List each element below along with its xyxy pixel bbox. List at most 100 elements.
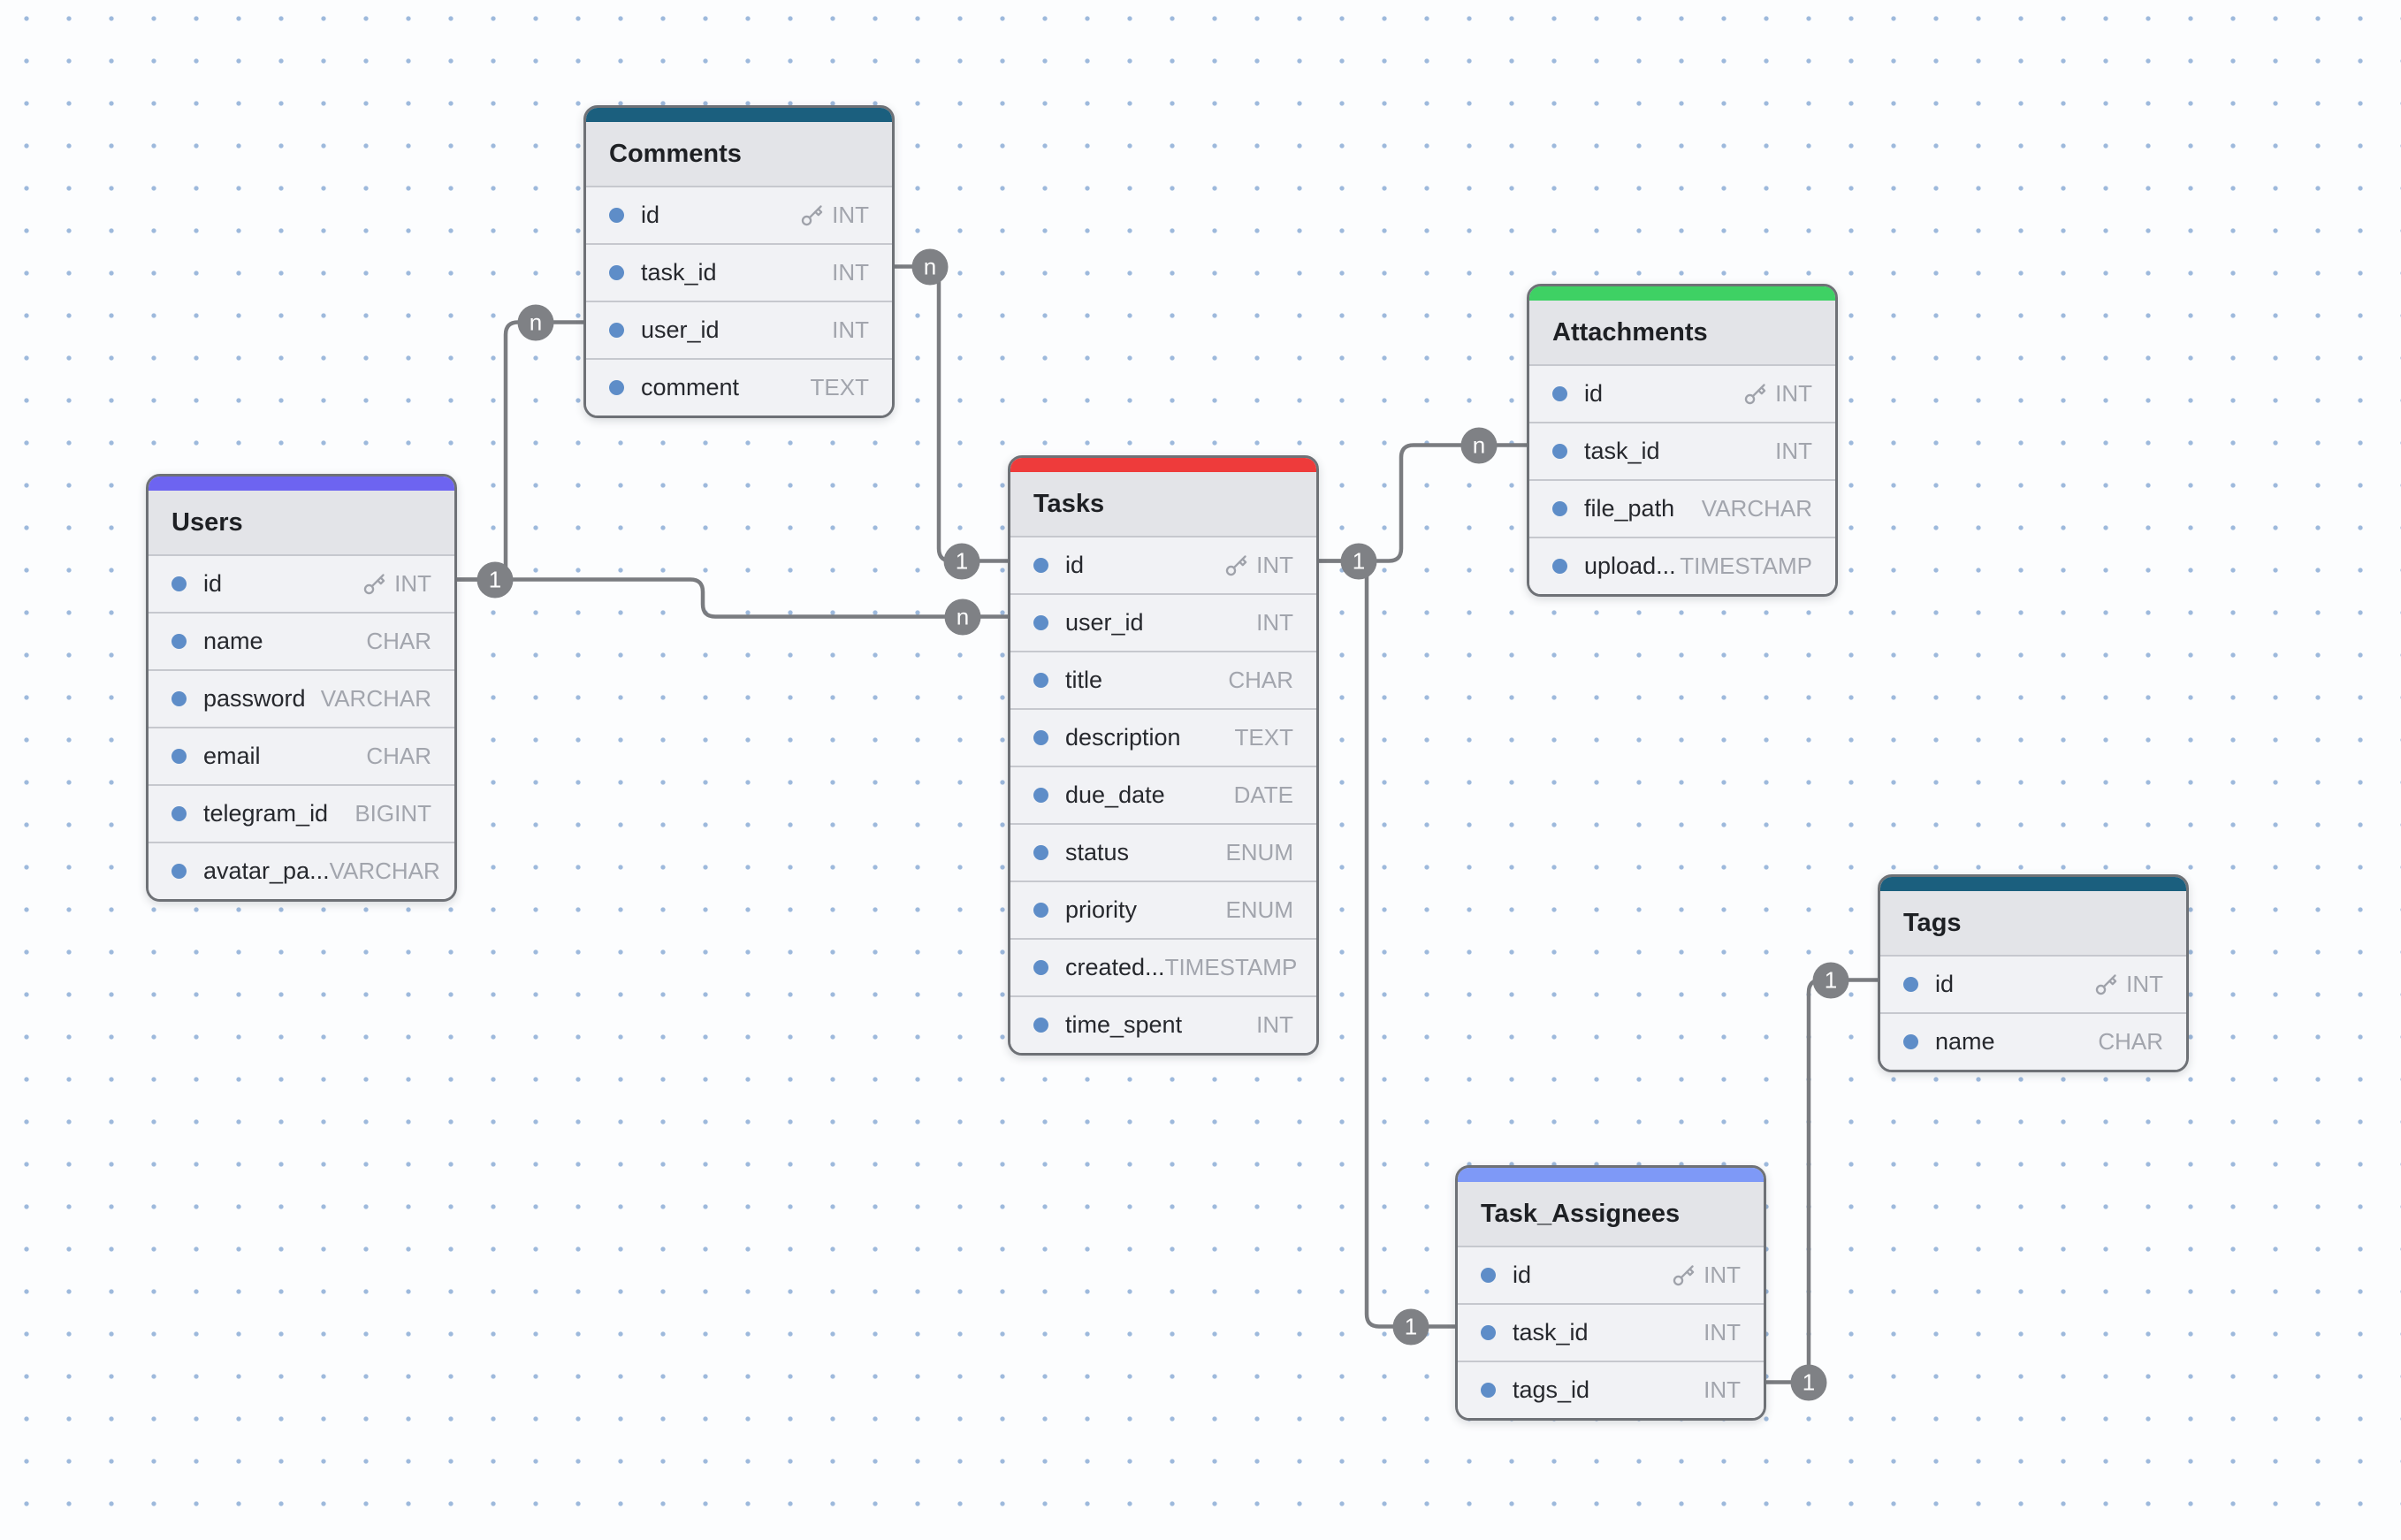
table-accent-bar: [586, 108, 892, 122]
field-dot-icon: [1033, 903, 1048, 918]
field-row-task_assignees-task_id[interactable]: task_id INT: [1458, 1303, 1764, 1361]
field-name: password: [203, 685, 306, 712]
field-row-tasks-created[interactable]: created...TIMESTAMP: [1010, 938, 1316, 995]
field-type-label: DATE: [1233, 781, 1293, 808]
field-name: file_path: [1584, 495, 1675, 522]
field-row-attachments-upload[interactable]: upload...TIMESTAMP: [1529, 537, 1835, 594]
field-dot-icon: [1033, 788, 1048, 803]
field-name: name: [203, 628, 263, 654]
field-dot-icon: [1481, 1325, 1496, 1340]
field-name: tags_id: [1513, 1376, 1590, 1403]
field-type-label: ENUM: [1225, 839, 1293, 865]
field-type-label: INT: [394, 570, 431, 597]
field-name: email: [203, 743, 261, 769]
field-name: task_id: [641, 259, 717, 286]
relationship-users-id-tasks-user_id[interactable]: [452, 577, 1008, 619]
field-type-label: INT: [1704, 1319, 1741, 1346]
relationship-users-id-comments-user_id[interactable]: [452, 320, 583, 582]
field-name: priority: [1065, 896, 1138, 923]
table-title-task_assignees[interactable]: Task_Assignees: [1458, 1182, 1764, 1246]
field-row-tasks-priority[interactable]: priority ENUM: [1010, 881, 1316, 938]
field-row-task_assignees-tags_id[interactable]: tags_id INT: [1458, 1361, 1764, 1418]
cardinality-badge-n: n: [944, 598, 981, 635]
field-type: TIMESTAMP: [1680, 553, 1812, 580]
field-dot-icon: [1033, 845, 1048, 860]
field-name: time_spent: [1065, 1011, 1183, 1038]
field-name: task_id: [1513, 1319, 1589, 1346]
table-title-attachments[interactable]: Attachments: [1529, 301, 1835, 364]
relationship-tasks-id-attachments-task_id[interactable]: [1314, 443, 1527, 563]
table-title-comments[interactable]: Comments: [586, 122, 892, 186]
relationship-tasks-id-comments-task_id[interactable]: [889, 264, 1008, 563]
relationship-tags-id-task_assignees-tags_id[interactable]: [1761, 978, 1878, 1384]
field-dot-icon: [1552, 501, 1567, 516]
field-row-tags-name[interactable]: name CHAR: [1880, 1012, 2186, 1070]
field-name: upload...: [1584, 553, 1676, 579]
field-dot-icon: [1481, 1383, 1496, 1398]
field-type-label: INT: [832, 316, 869, 343]
table-title-tasks[interactable]: Tasks: [1010, 472, 1316, 536]
relationship-tasks-id-task_assignees-task_id[interactable]: [1314, 559, 1455, 1329]
table-title-tags[interactable]: Tags: [1880, 891, 2186, 955]
cardinality-badge-n: n: [1460, 427, 1498, 463]
primary-key-icon: [1742, 382, 1767, 407]
field-type: INT: [1704, 1319, 1741, 1346]
field-row-users-avatar_pa[interactable]: avatar_pa...VARCHAR: [149, 842, 454, 899]
field-type-label: INT: [832, 202, 869, 228]
field-type: VARCHAR: [321, 685, 431, 713]
cardinality-badge-1: 1: [1392, 1308, 1429, 1345]
field-type-label: INT: [2126, 971, 2163, 997]
field-type: CHAR: [366, 628, 431, 655]
field-name: telegram_id: [203, 800, 329, 827]
field-name: created...: [1065, 954, 1165, 980]
field-name: name: [1935, 1028, 1995, 1055]
field-type: INT: [1671, 1262, 1741, 1289]
field-dot-icon: [1552, 386, 1567, 401]
field-type-label: ENUM: [1225, 896, 1293, 923]
field-type-label: TIMESTAMP: [1680, 553, 1812, 579]
field-dot-icon: [1903, 1034, 1918, 1049]
field-dot-icon: [609, 380, 624, 395]
field-type: CHAR: [1228, 667, 1293, 694]
field-type: TEXT: [1235, 724, 1293, 751]
field-type: INT: [362, 570, 431, 598]
field-row-users-name[interactable]: name CHAR: [149, 612, 454, 669]
field-type: INT: [799, 202, 869, 229]
field-type-label: CHAR: [1228, 667, 1293, 693]
table-title-users[interactable]: Users: [149, 491, 454, 554]
primary-key-icon: [799, 203, 824, 228]
field-dot-icon: [1033, 960, 1048, 975]
field-type-label: CHAR: [2098, 1028, 2163, 1055]
cardinality-badge-n: n: [517, 304, 554, 340]
field-type: CHAR: [2098, 1028, 2163, 1056]
field-type-label: TEXT: [1234, 724, 1293, 751]
field-type: INT: [1704, 1376, 1741, 1404]
field-row-users-password[interactable]: password VARCHAR: [149, 669, 454, 727]
